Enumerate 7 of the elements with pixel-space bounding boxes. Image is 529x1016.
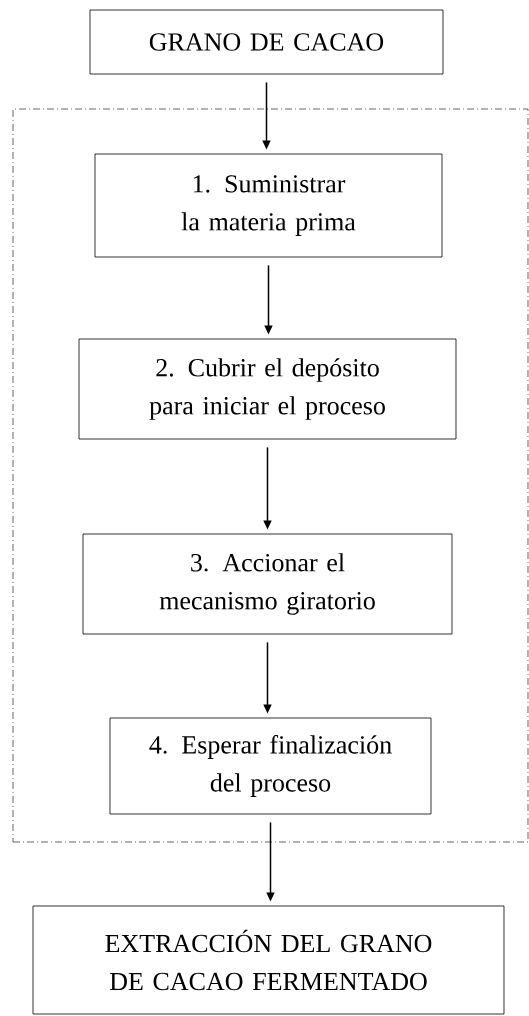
step-box: 4. Esperar finalización del proceso [109,717,432,815]
step-box: 2. Cubrir el depósito para iniciar el proceso [78,338,457,440]
step-box: 1. Suministrar la materia prima [94,153,443,258]
terminal-box: EXTRACCIÓN DEL GRANO DE CACAO FERMENTADO [32,905,505,1015]
group-frame [12,108,529,843]
step-box: 3. Accionar el mecanismo giratorio [82,533,453,635]
terminal-box: GRANO DE CACAO [89,9,444,75]
